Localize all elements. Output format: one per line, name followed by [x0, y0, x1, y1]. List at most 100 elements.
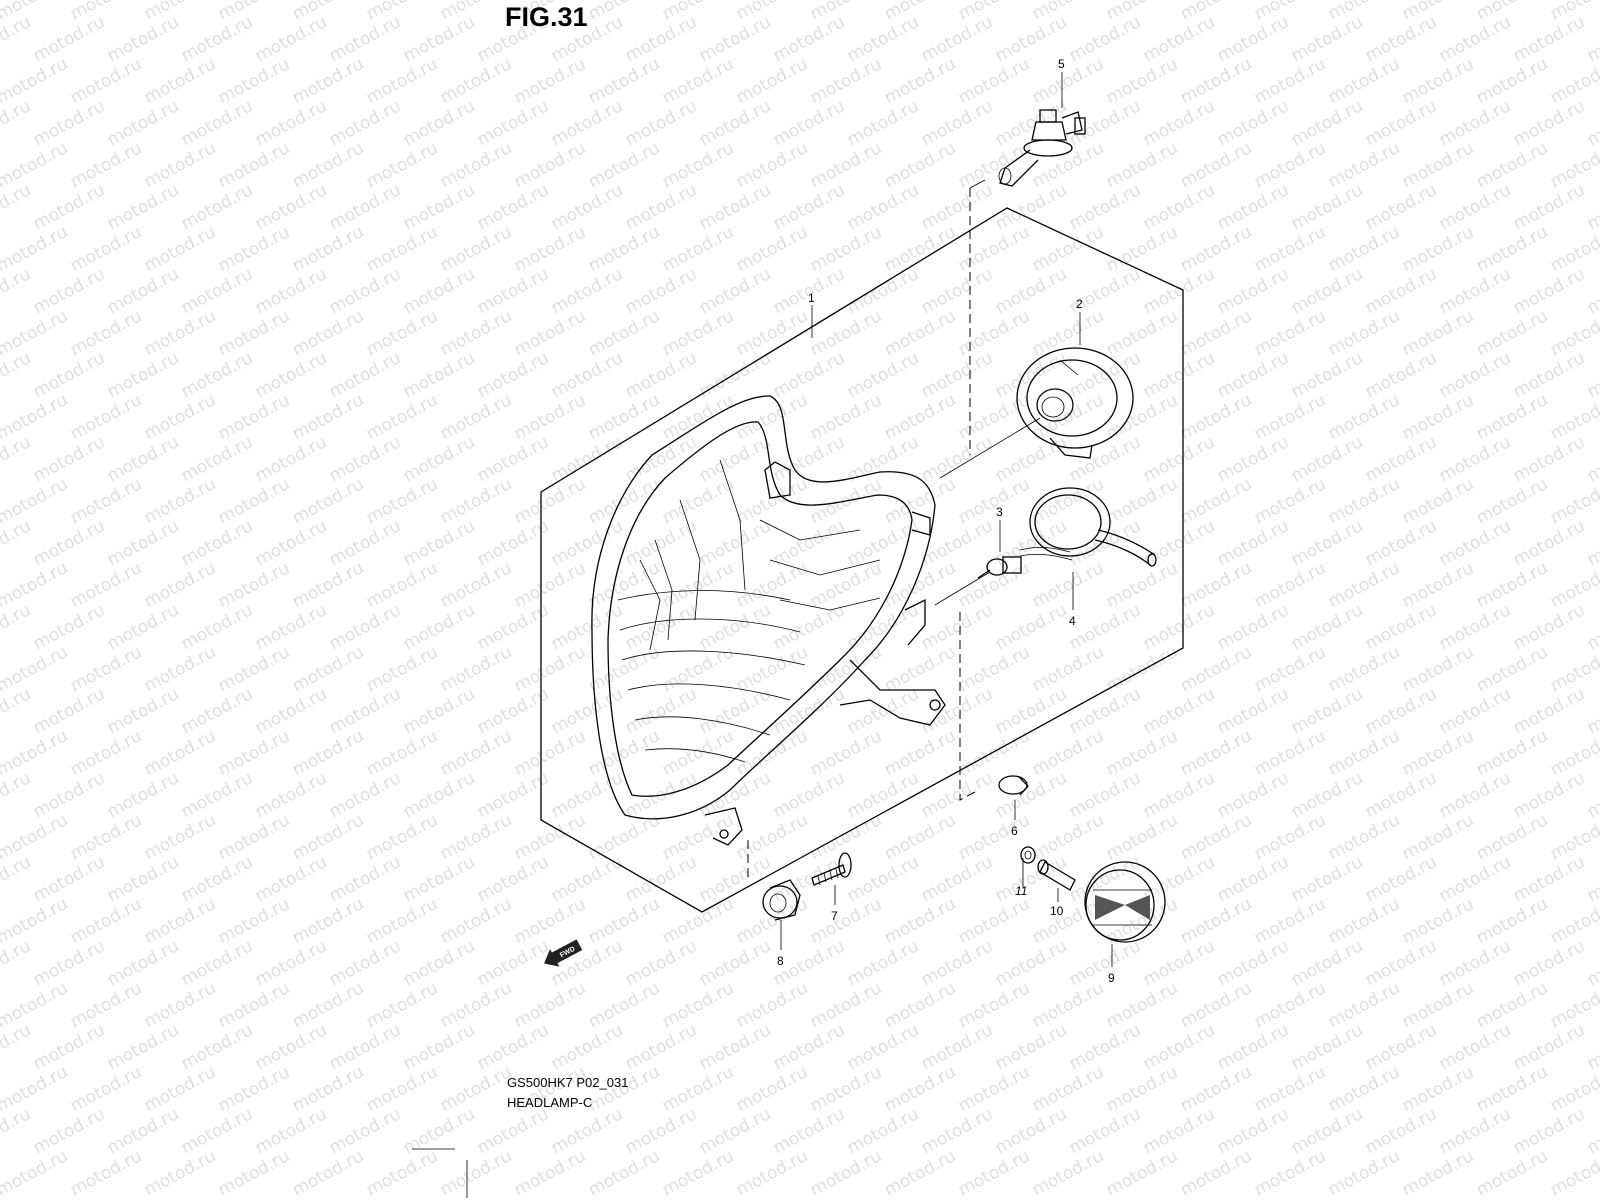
watermark-text: motod.ru [141, 978, 219, 1032]
watermark-text: motod.ru [622, 936, 700, 990]
watermark-text: motod.ru [1436, 516, 1514, 570]
watermark-text: motod.ru [1177, 726, 1255, 780]
watermark-text: motod.ru [1214, 936, 1292, 990]
watermark-text: motod.ru [881, 642, 959, 696]
watermark-text: motod.ru [770, 180, 848, 234]
watermark-text: motod.ru [1510, 684, 1588, 738]
watermark-text: motod.ru [622, 684, 700, 738]
watermark-text: motod.ru [400, 768, 478, 822]
watermark-text: motod.ru [1399, 390, 1477, 444]
watermark-text: motod.ru [326, 12, 404, 66]
callout-8: 8 [777, 954, 784, 968]
watermark-text: motod.ru [1473, 390, 1551, 444]
watermark-text: motod.ru [1066, 180, 1144, 234]
watermark-text: motod.ru [1325, 558, 1403, 612]
watermark-text: motod.ru [1325, 390, 1403, 444]
watermark-text: motod.ru [104, 1104, 182, 1158]
watermark-text: motod.ru [622, 96, 700, 150]
watermark-text: motod.ru [1177, 558, 1255, 612]
watermark-text: motod.ru [141, 894, 219, 948]
watermark-text: motod.ru [141, 810, 219, 864]
watermark-text: motod.ru [363, 390, 441, 444]
watermark-text: motod.ru [955, 1146, 1033, 1200]
watermark-text: motod.ru [363, 1062, 441, 1116]
watermark-text: motod.ru [141, 54, 219, 108]
watermark-text: motod.ru [252, 852, 330, 906]
watermark-text: motod.ru [1473, 54, 1551, 108]
watermark-text: motod.ru [1362, 1020, 1440, 1074]
watermark-text: motod.ru [1473, 642, 1551, 696]
callout-6: 6 [1011, 824, 1018, 838]
headlamp-housing [591, 395, 946, 846]
watermark-text: motod.ru [252, 768, 330, 822]
watermark-text: motod.ru [659, 0, 737, 24]
watermark-text: motod.ru [585, 1146, 663, 1200]
watermark-text: motod.ru [400, 264, 478, 318]
watermark-text: motod.ru [992, 264, 1070, 318]
watermark-text: motod.ru [400, 936, 478, 990]
watermark-text: motod.ru [1584, 12, 1600, 66]
watermark-text: motod.ru [67, 138, 145, 192]
watermark-text: motod.ru [141, 558, 219, 612]
watermark-text: motod.ru [955, 0, 1033, 24]
callout-10: 10 [1050, 904, 1064, 918]
footer-marks [412, 1148, 468, 1198]
watermark-text: motod.ru [0, 474, 71, 528]
watermark-text: motod.ru [1288, 96, 1366, 150]
watermark-text: motod.ru [1362, 516, 1440, 570]
watermark-text: motod.ru [622, 852, 700, 906]
watermark-text: motod.ru [1214, 684, 1292, 738]
watermark-text: motod.ru [733, 1062, 811, 1116]
watermark-text: motod.ru [955, 474, 1033, 528]
watermark-text: motod.ru [548, 600, 626, 654]
spacer-bolt [1037, 859, 1076, 891]
watermark-text: motod.ru [1325, 1062, 1403, 1116]
watermark-text: motod.ru [1103, 726, 1181, 780]
watermark-text: motod.ru [955, 306, 1033, 360]
watermark-text: motod.ru [178, 12, 256, 66]
watermark-text: motod.ru [1436, 1020, 1514, 1074]
watermark-text: motod.ru [696, 1104, 774, 1158]
watermark-text: motod.ru [1029, 558, 1107, 612]
watermark-text: motod.ru [1325, 1146, 1403, 1200]
watermark-text: motod.ru [733, 726, 811, 780]
watermark-text: motod.ru [622, 12, 700, 66]
watermark-text: motod.ru [1214, 852, 1292, 906]
watermark-text: motod.ru [67, 978, 145, 1032]
watermark-text: motod.ru [1584, 348, 1600, 402]
watermark-text: motod.ru [252, 12, 330, 66]
watermark-text: motod.ru [363, 810, 441, 864]
watermark-text: motod.ru [1399, 726, 1477, 780]
watermark-text: motod.ru [400, 852, 478, 906]
watermark-text: motod.ru [511, 390, 589, 444]
assembly-box [540, 207, 1184, 913]
watermark-text: motod.ru [104, 432, 182, 486]
watermark-text: motod.ru [511, 642, 589, 696]
watermark-text: motod.ru [659, 390, 737, 444]
watermark-text: motod.ru [511, 558, 589, 612]
watermark-text: motod.ru [1066, 852, 1144, 906]
watermark-text: motod.ru [807, 138, 885, 192]
watermark-text: motod.ru [1103, 0, 1181, 24]
watermark-text: motod.ru [178, 180, 256, 234]
watermark-text: motod.ru [1251, 642, 1329, 696]
watermark-text: motod.ru [733, 54, 811, 108]
watermark-text: motod.ru [844, 432, 922, 486]
watermark-text: motod.ru [992, 348, 1070, 402]
watermark-text: motod.ru [1288, 768, 1366, 822]
watermark-text: motod.ru [1214, 600, 1292, 654]
watermark-text: motod.ru [918, 852, 996, 906]
watermark-text: motod.ru [955, 1062, 1033, 1116]
watermark-text: motod.ru [67, 1062, 145, 1116]
watermark-text: motod.ru [289, 894, 367, 948]
watermark-text: motod.ru [437, 726, 515, 780]
watermark-text: motod.ru [1251, 306, 1329, 360]
watermark-text: motod.ru [400, 12, 478, 66]
watermark-text: motod.ru [696, 180, 774, 234]
watermark-text: motod.ru [215, 222, 293, 276]
watermark-text: motod.ru [437, 978, 515, 1032]
watermark-text: motod.ru [104, 516, 182, 570]
watermark-text: motod.ru [659, 138, 737, 192]
watermark-text: motod.ru [215, 642, 293, 696]
